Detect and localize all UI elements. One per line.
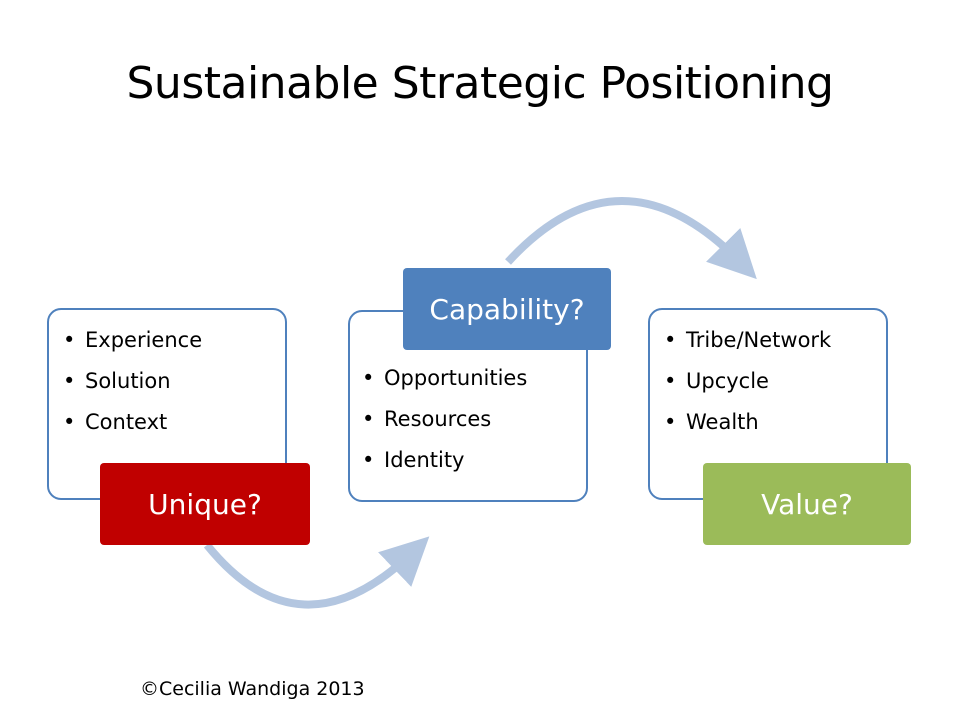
list-item: Identity <box>362 440 527 481</box>
list-item: Experience <box>63 320 202 361</box>
arrow-unique-to-capability <box>203 536 430 609</box>
unique-list: Experience Solution Context <box>63 320 202 443</box>
list-item: Context <box>63 402 202 443</box>
value-label: Value? <box>703 463 911 545</box>
list-item: Upcycle <box>664 361 831 402</box>
copyright-footer: ©Cecilia Wandiga 2013 <box>140 678 365 700</box>
page-title: Sustainable Strategic Positioning <box>126 58 835 109</box>
unique-label: Unique? <box>100 463 310 545</box>
capability-label: Capability? <box>403 268 611 350</box>
list-item: Resources <box>362 399 527 440</box>
arrow-capability-to-value <box>505 197 757 280</box>
unique-box: Experience Solution Context <box>47 308 287 500</box>
list-item: Solution <box>63 361 202 402</box>
list-item: Opportunities <box>362 358 527 399</box>
list-item: Tribe/Network <box>664 320 831 361</box>
list-item: Wealth <box>664 402 831 443</box>
capability-list: Opportunities Resources Identity <box>362 358 527 481</box>
value-list: Tribe/Network Upcycle Wealth <box>664 320 831 443</box>
